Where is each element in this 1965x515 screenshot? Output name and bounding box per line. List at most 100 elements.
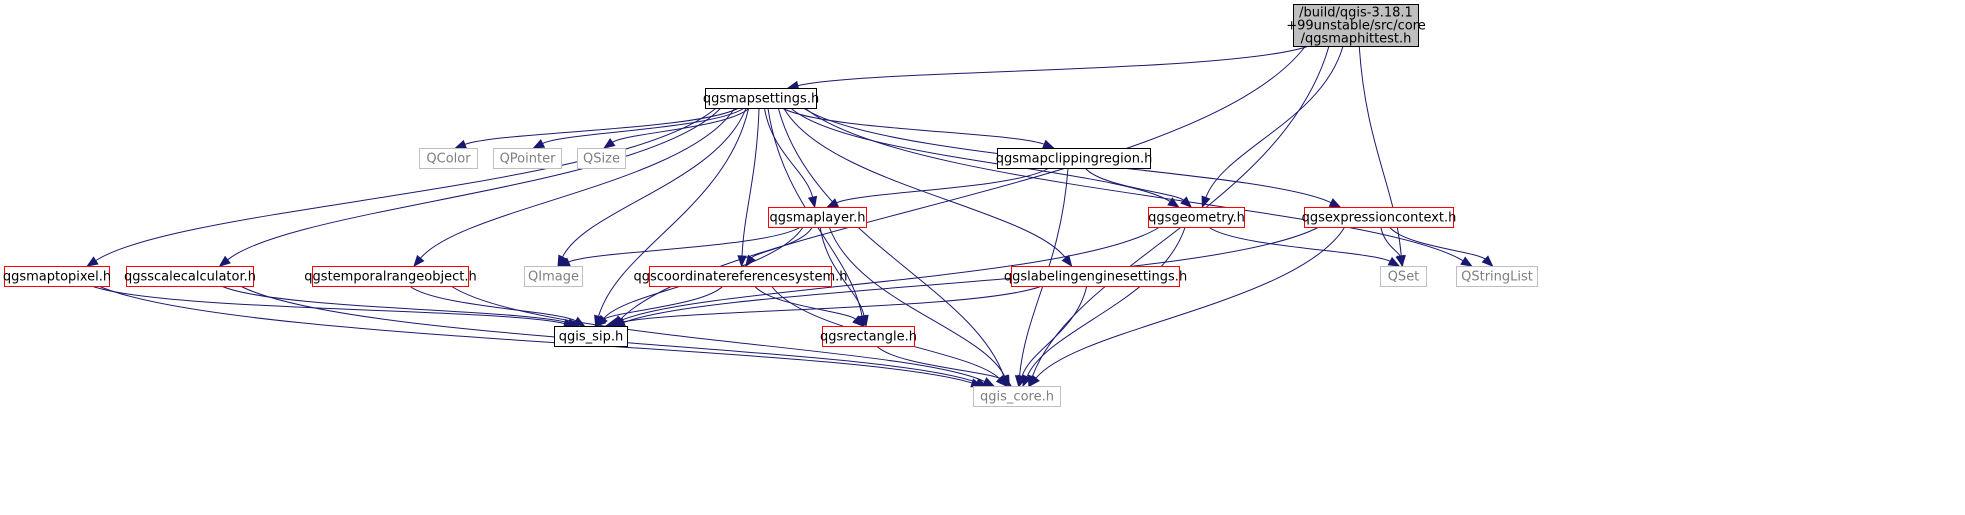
node-sip[interactable]: qgis_sip.h [554,326,628,347]
arrowhead-rectangle-to-core [999,375,1013,387]
node-root-box [1293,4,1419,47]
node-maptopixel-label: qgsmaptopixel.h [3,270,111,285]
node-qpointer-box [493,148,562,169]
nodes-layer: /build/qgis-3.18.1+99unstable/src/core/q… [3,4,1538,407]
arrowhead-mapsettings-to-geometry [1167,197,1180,208]
arrowhead-temporal-to-core [982,377,996,387]
node-scalecalc[interactable]: qgsscalecalculator.h [124,266,256,287]
edge-exprcontext-to-qstringlist [1389,226,1486,260]
arrowhead-exprcontext-to-core [1028,374,1040,388]
edge-root-to-qset [1358,45,1402,257]
node-root[interactable]: /build/qgis-3.18.1+99unstable/src/core/q… [1286,4,1426,47]
arrowhead-geometry-to-qset [1387,256,1401,267]
edge-geometry-to-core [1026,226,1186,378]
node-clippingregion-label: qgsmapclippingregion.h [996,152,1153,167]
edge-geometry-to-sip [617,226,1160,323]
node-qstringlist-box [1456,266,1538,287]
node-qset-box [1380,266,1427,287]
node-exprcontext-box [1304,207,1454,228]
edge-maplayer-to-core [828,226,1006,378]
arrowhead-crs-to-sip [593,315,607,327]
node-maplayer[interactable]: qgsmaplayer.h [768,207,867,228]
node-geometry-box [1148,207,1245,228]
node-clippingregion-box [997,148,1151,169]
node-labeling-label: qgslabelingenginesettings.h [1004,270,1187,285]
edge-mapsettings-to-crs [741,107,760,257]
arrowhead-clippingregion-to-maplayer [826,198,839,208]
edge-clippingregion-to-maplayer [836,167,1050,204]
arrowhead-exprcontext-to-qstringlist [1481,255,1494,267]
edge-maptopixel-to-core [98,285,973,384]
edge-maptopixel-to-sip [91,285,565,325]
arrowhead-mapsettings-to-crs [737,255,747,268]
arrowhead-mapsettings-to-maptopixel [86,256,99,267]
edge-crs-to-rectangle [754,285,857,320]
edge-mapsettings-to-qsize [612,107,750,143]
arrowhead-mapsettings-to-scalecalc [218,255,231,267]
edge-rectangle-to-core [876,345,1004,381]
edge-exprcontext-to-qset [1380,226,1401,257]
edges-layer [86,45,1494,388]
edge-clippingregion-to-geometry [1084,167,1185,201]
node-mapsettings-box [705,88,817,109]
edge-mapsettings-to-core [777,107,1005,377]
node-geometry-label: qgsgeometry.h [1148,211,1245,226]
arrowhead-mapsettings-to-qpointer [532,139,546,149]
arrowhead-mapsettings-to-temporal [413,254,425,268]
edge-root-to-core [1031,45,1330,377]
node-core-box [973,386,1061,407]
edge-root-to-mapsettings [797,45,1310,87]
node-rectangle[interactable]: qgsrectangle.h [820,326,917,347]
node-rectangle-label: qgsrectangle.h [820,330,917,345]
arrowhead-mapsettings-to-clippingregion [1042,139,1055,149]
node-maplayer-label: qgsmaplayer.h [770,211,866,226]
edge-exprcontext-to-core [1035,226,1346,379]
node-labeling-box [1011,266,1180,287]
node-core-label: qgis_core.h [980,390,1054,405]
node-mapsettings[interactable]: qgsmapsettings.h [703,88,819,109]
node-exprcontext-label: qgsexpressioncontext.h [1302,211,1457,226]
edge-mapsettings-to-labeling [783,107,1066,259]
node-crs[interactable]: qgscoordinatereferencesystem.h [633,266,848,287]
node-qset: QSet [1380,266,1427,287]
edge-geometry-to-qset [1208,226,1391,262]
arrowhead-mapsettings-to-qsize [603,138,616,149]
edge-exprcontext-to-sip [623,226,1320,323]
edge-mapsettings-to-qcolor [464,107,740,145]
edge-mapsettings-to-maptopixel [95,107,717,262]
edge-temporal-to-sip [409,285,577,322]
node-qcolor-box [419,148,478,169]
node-clippingregion[interactable]: qgsmapclippingregion.h [996,148,1153,169]
edge-temporal-to-core [450,285,986,383]
arrowhead-mapsettings-to-maplayer [807,195,818,209]
node-maptopixel-box [4,266,110,287]
arrowhead-maplayer-to-rectangle [859,314,869,328]
node-exprcontext[interactable]: qgsexpressioncontext.h [1302,207,1457,228]
node-maplayer-box [768,207,867,228]
node-qsize-box [577,148,626,169]
node-temporal[interactable]: qgstemporalrangeobject.h [304,266,477,287]
edge-maplayer-to-rectangle [819,226,865,317]
arrowhead-labeling-to-core [1017,374,1027,388]
edge-mapsettings-to-sip [598,107,750,317]
node-qcolor-label: QColor [426,152,471,167]
node-temporal-box [312,266,469,287]
arrowhead-mapsettings-to-labeling [1061,254,1073,268]
node-qimage-box [524,266,583,287]
node-sip-box [554,326,628,347]
node-core: qgis_core.h [973,386,1061,407]
edge-labeling-to-core [1021,285,1088,377]
node-qimage-label: QImage [528,270,579,285]
node-qpointer: QPointer [493,148,562,169]
arrowhead-mapsettings-to-qcolor [454,139,468,149]
node-geometry[interactable]: qgsgeometry.h [1148,207,1245,228]
node-maptopixel[interactable]: qgsmaptopixel.h [3,266,111,287]
node-qsize-label: QSize [583,152,620,167]
arrowhead-exprcontext-to-qset [1395,254,1405,268]
node-root-label: +99unstable/src/core [1286,19,1426,34]
node-mapsettings-label: qgsmapsettings.h [703,92,819,107]
node-labeling[interactable]: qgslabelingenginesettings.h [1004,266,1187,287]
node-qsize: QSize [577,148,626,169]
node-crs-box [649,266,832,287]
edge-scalecalc-to-sip [221,285,569,324]
